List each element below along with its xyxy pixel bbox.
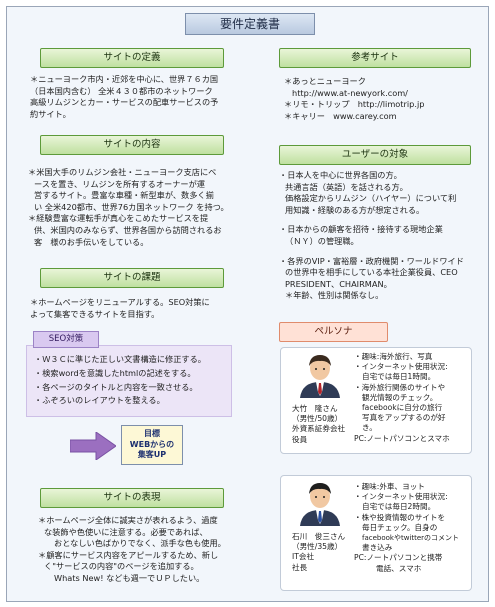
line: ＊キャリー www.carey.com <box>284 110 397 121</box>
goal-line: 集客UP <box>137 450 167 459</box>
line: の世界中を相手にしている本社企業役員、CEO <box>285 267 458 278</box>
line: 観光情報のチェック。 <box>362 392 438 402</box>
line: 書き込み <box>362 543 393 553</box>
line: ＊経験豊富な運転手が真心をこめたサービスを提 <box>28 213 209 224</box>
site-definition-header: サイトの定義 <box>40 48 224 68</box>
line: おとなしい色ばかりでなく、派手な色も使用。 <box>54 538 226 549</box>
line: 約サイト。 <box>30 108 71 119</box>
line: 自宅では毎日2時間。 <box>362 502 436 512</box>
line: 価格設定からリムジン（ハイヤー）について利 <box>285 193 457 204</box>
line: よって集客できるサイトを目指す。 <box>30 308 160 319</box>
line: 自宅では毎日1時間。 <box>362 372 436 382</box>
line: 高級リムジンとカー・サービスの配車サービスの予 <box>30 97 219 108</box>
line: （男性/50歳） <box>292 414 343 424</box>
line: IT会社 <box>292 552 315 562</box>
site-content-text: ＊米国大手のリムジン会社・ニューヨーク支店にベ ースを置き、リムジンを所有するオ… <box>28 167 229 248</box>
persona-header: ペルソナ <box>279 322 388 342</box>
line: い 全米420都市、世界76カ国ネットワーク を持つ。 <box>34 201 229 212</box>
line: 毎日チェック。自身の <box>362 522 438 532</box>
user-target-text: ・日本人を中心に世界各国の方。 共通言語（英語）を話される方。 価格設定からリム… <box>279 170 464 302</box>
businessman-avatar-icon <box>300 355 340 398</box>
persona-2-details: ・趣味:外車、ヨット ・インターネット使用状況: 自宅では毎日2時間。 ・株や投… <box>354 482 459 574</box>
line: ・海外旅行関係のサイトや <box>354 382 446 392</box>
line: ・インターネット使用状況: <box>354 362 448 372</box>
line: 電話、スマホ <box>376 563 422 573</box>
line: く"サービスの内容"のページを追加する。 <box>44 561 199 572</box>
reference-sites-header: 参考サイト <box>279 48 471 68</box>
line: ＊ニューヨーク市内・近郊を中心に、世界７６カ国 <box>30 74 219 84</box>
line: ＊ホームページをリニューアルする。SEO対策に <box>30 297 210 307</box>
persona-1-details: ・趣味:海外旅行、写真 ・インターネット使用状況: 自宅では毎日1時間。 ・海外… <box>354 352 450 444</box>
line: ・各界のVIP・富裕層・政府機関・ワールドワイド <box>279 255 464 266</box>
line: facebookやtwitterのコメント <box>362 534 460 543</box>
line: ・趣味:外車、ヨット <box>354 482 425 491</box>
line: PC:ノートパソコンと携帯 <box>354 553 443 563</box>
businessman-avatar-icon <box>300 483 340 526</box>
line: 用知識・経験のある方が想定される。 <box>285 204 425 215</box>
line: 社長 <box>292 562 308 572</box>
spacer <box>279 216 464 224</box>
reference-link[interactable]: http://www.at-newyork.com/ <box>292 87 408 98</box>
line: 客 様のお手伝いをしている。 <box>34 236 149 247</box>
line: ・Ｗ３Ｃに準じた正しい文書構造に修正する。 <box>34 354 206 364</box>
line: ＊ホームページ全体に誠実さが表れるよう、過度 <box>38 515 218 525</box>
line: ・日本人を中心に世界各国の方。 <box>279 170 402 180</box>
goal-line: WEBからの <box>129 439 175 449</box>
site-expression-header: サイトの表現 <box>40 488 224 508</box>
line: ＊顧客にサービス内容をアピールするため、新し <box>38 549 219 560</box>
line: 外資系証券会社 <box>292 424 346 434</box>
site-expression-text: ＊ホームページ全体に誠実さが表れるよう、過度 な装飾や色使いに注意する。必要であ… <box>38 515 226 585</box>
line: 共通言語（英語）を話される方。 <box>285 181 408 192</box>
user-target-header: ユーザーの対象 <box>279 145 471 165</box>
seo-label: SEO対策 <box>33 331 99 348</box>
line: （ＮＹ）の管理職。 <box>285 235 359 246</box>
line: 役員 <box>292 434 308 444</box>
line: ・ふぞろいのレイアウトを整える。 <box>34 395 165 406</box>
persona-1-profile: 大竹 隆さん （男性/50歳） 外資系証券会社 役員 <box>292 404 345 445</box>
line: PC:ノートパソコンとスマホ <box>354 433 450 443</box>
line: ＊リモ・トリップ http://limotrip.jp <box>284 99 425 110</box>
line: ・日本からの顧客を招待・接待する現地企業 <box>279 224 443 235</box>
line: ・インターネット使用状況: <box>354 492 448 502</box>
line: 営するサイト。豊富な車種・新型車が、数多く揃 <box>34 190 214 201</box>
line: ・株や投資情報のサイトを <box>354 512 446 522</box>
line: ・各ページのタイトルと内容を一致させる。 <box>34 381 198 392</box>
line: ＊あっとニューヨーク <box>284 76 366 86</box>
seo-box <box>26 345 232 417</box>
line: 供、米国内のみならず、世界各国から訪問されるお <box>34 224 222 235</box>
line: Whats New! なども週一でＵＰしたい。 <box>54 572 205 583</box>
line: （男性/35歳） <box>292 542 343 552</box>
site-definition-text: ＊ニューヨーク市内・近郊を中心に、世界７６カ国 （日本国内含む） 全米４３０都市… <box>30 74 218 120</box>
line: （日本国内含む） 全米４３０都市のネットワーク <box>30 85 213 96</box>
arrow-right-icon <box>70 432 116 460</box>
line: き。 <box>362 423 377 433</box>
line: 写真をアップするのが好 <box>362 413 446 423</box>
line: ・趣味:海外旅行、写真 <box>354 352 433 361</box>
site-content-header: サイトの内容 <box>40 135 224 155</box>
spacer <box>279 248 464 256</box>
line: 石川 俊三さん <box>292 532 346 541</box>
line: PRESIDENT、CHAIRMAN。 <box>285 278 392 289</box>
goal-box: 目標 WEBからの 集客UP <box>121 425 183 465</box>
reference-sites-text: ＊あっとニューヨーク http://www.at-newyork.com/ ＊リ… <box>284 76 424 122</box>
goal-line: 目標 <box>144 429 160 438</box>
site-issue-text: ＊ホームページをリニューアルする。SEO対策に よって集客できるサイトを目指す。 <box>30 297 210 320</box>
line: facebookに自分の旅行 <box>362 403 443 413</box>
line: ースを置き、リムジンを所有するオーナーが運 <box>34 178 205 189</box>
line: ＊年齢、性別は関係なし。 <box>285 290 384 301</box>
site-issue-header: サイトの課題 <box>40 268 224 288</box>
page-title: 要件定義書 <box>185 13 315 35</box>
line: ＊米国大手のリムジン会社・ニューヨーク支店にベ <box>28 167 217 177</box>
persona-2-profile: 石川 俊三さん （男性/35歳） IT会社 社長 <box>292 532 345 573</box>
seo-list: ・Ｗ３Ｃに準じた正しい文書構造に修正する。 ・検索wordを意識したhtmlの記… <box>34 353 206 408</box>
line: ・検索wordを意識したhtmlの記述をする。 <box>34 367 196 378</box>
line: な装飾や色使いに注意する。必要であれば、 <box>44 526 208 537</box>
line: 大竹 隆さん <box>292 404 338 413</box>
